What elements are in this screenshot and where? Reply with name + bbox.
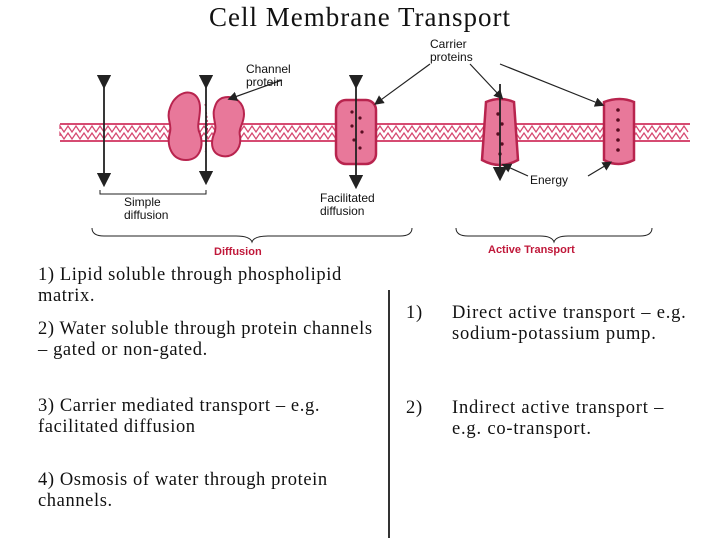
active-item-1: 1) Direct active transport – e.g. sodium… [406, 303, 706, 345]
active-item-2-number: 2) [406, 398, 424, 418]
carrier-pointer-1 [374, 63, 431, 105]
facilitated-diffusion-label: Facilitated diffusion [320, 191, 375, 218]
active-item-1-text: Direct active transport – e.g. sodium-po… [452, 303, 687, 344]
energy-pointer-1 [501, 163, 529, 177]
carrier-pointer-3 [499, 63, 605, 107]
active-item-1-number: 1) [406, 303, 424, 323]
channel-pointer [227, 79, 283, 101]
energy-label: Energy [530, 173, 569, 187]
simple-diffusion-label: Simple diffusion [124, 195, 169, 222]
diffusion-item-4: 4) Osmosis of water through protein chan… [38, 470, 328, 511]
diffusion-brace [91, 227, 413, 244]
simple-diffusion-bracket [99, 190, 207, 195]
carrier-proteins-label: Carrier proteins [430, 37, 473, 64]
diffusion-item-3: 3) Carrier mediated transport – e.g. fac… [38, 396, 321, 437]
diffusion-section-label: Diffusion [214, 246, 262, 258]
carrier-pointer-2 [469, 63, 504, 100]
active-transport-section-label: Active Transport [488, 244, 575, 256]
channel-protein-label: Channel protein [246, 62, 291, 89]
active-transport-brace [455, 227, 653, 244]
active-item-2: 2) Indirect active transport – e.g. co-t… [406, 398, 706, 440]
membrane-diagram [59, 63, 690, 244]
diagram-title: Cell Membrane Transport [209, 2, 511, 32]
diffusion-item-2: 2) Water soluble through protein channel… [38, 319, 373, 360]
energy-pointer-2 [587, 161, 613, 177]
active-item-2-text: Indirect active transport – e.g. co-tran… [452, 398, 665, 439]
list-divider [388, 290, 390, 538]
diffusion-item-1: 1) Lipid soluble through phospholipid ma… [38, 265, 342, 306]
active-carrier-protein-2 [602, 97, 636, 166]
